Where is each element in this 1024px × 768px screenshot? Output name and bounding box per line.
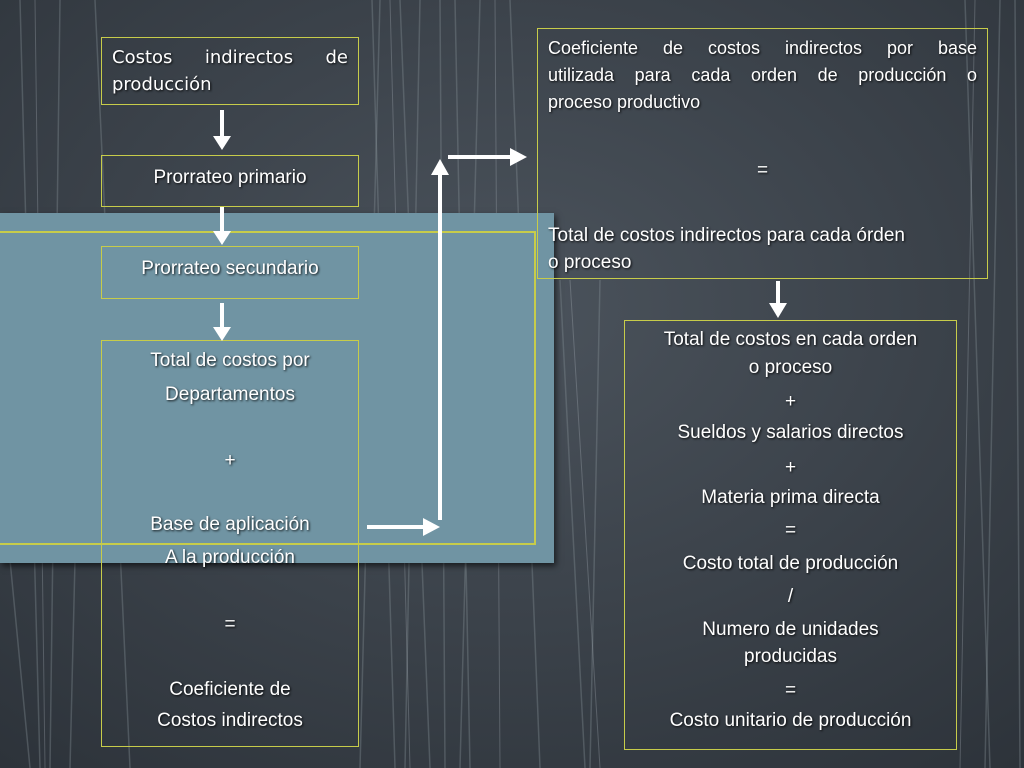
box6-line-8: Costo total de producción (682, 553, 899, 574)
box4-line-2: Departamentos (165, 384, 295, 405)
box5-line-3: proceso productivo (548, 92, 701, 112)
highlight-panel (0, 213, 554, 563)
box-costos-indirectos-line2: producción (112, 74, 212, 95)
box-prorrateo-primario: Prorrateo primario (101, 155, 359, 207)
box5-line-1: Coeficiente de costos indirectos por bas… (548, 38, 977, 58)
box6-line-1: Total de costos en cada orden (663, 329, 918, 350)
box-total-costos-orden: Total de costos en cada orden o proceso … (624, 320, 957, 750)
box5-line-2: utilizada para cada orden de producción … (548, 65, 977, 85)
box4-line-8: Costos indirectos (157, 710, 303, 731)
box4-line-5: A la producción (165, 547, 295, 568)
box-costos-indirectos-line1: Costos indirectos de (112, 47, 348, 68)
highlight-panel-frame (0, 231, 536, 545)
box4-line-4: Base de aplicación (150, 514, 310, 535)
box-prorrateo-secundario-label: Prorrateo secundario (141, 258, 319, 279)
box6-line-9: / (787, 586, 794, 607)
box-prorrateo-secundario: Prorrateo secundario (101, 246, 359, 299)
box6-line-13: Costo unitario de producción (669, 710, 912, 731)
box-total-costos-departamentos: Total de costos por Departamentos + Base… (101, 340, 359, 747)
box5-line-4: = (756, 160, 769, 181)
box-costos-indirectos: Costos indirectos de producción (101, 37, 359, 105)
box4-line-6: = (224, 614, 236, 635)
box6-line-6: Materia prima directa (701, 487, 880, 508)
box6-line-11: producidas (744, 646, 837, 667)
box6-line-3: + (784, 391, 797, 412)
box-coeficiente-por-base: Coeficiente de costos indirectos por bas… (537, 28, 988, 279)
box6-line-10: Numero de unidades (702, 619, 879, 640)
box5-line-6: o proceso (548, 252, 632, 273)
box6-line-5: + (784, 457, 797, 478)
box4-line-7: Coeficiente de (169, 679, 291, 700)
box6-line-2: o proceso (748, 357, 833, 378)
box5-line-5: Total de costos indirectos para cada órd… (548, 225, 905, 246)
box-prorrateo-primario-label: Prorrateo primario (153, 167, 307, 188)
box6-line-7: = (784, 520, 797, 541)
box6-line-12: = (784, 680, 797, 701)
box4-line-3: + (224, 450, 236, 471)
box4-line-1: Total de costos por (150, 350, 310, 371)
box6-line-4: Sueldos y salarios directos (677, 422, 904, 443)
